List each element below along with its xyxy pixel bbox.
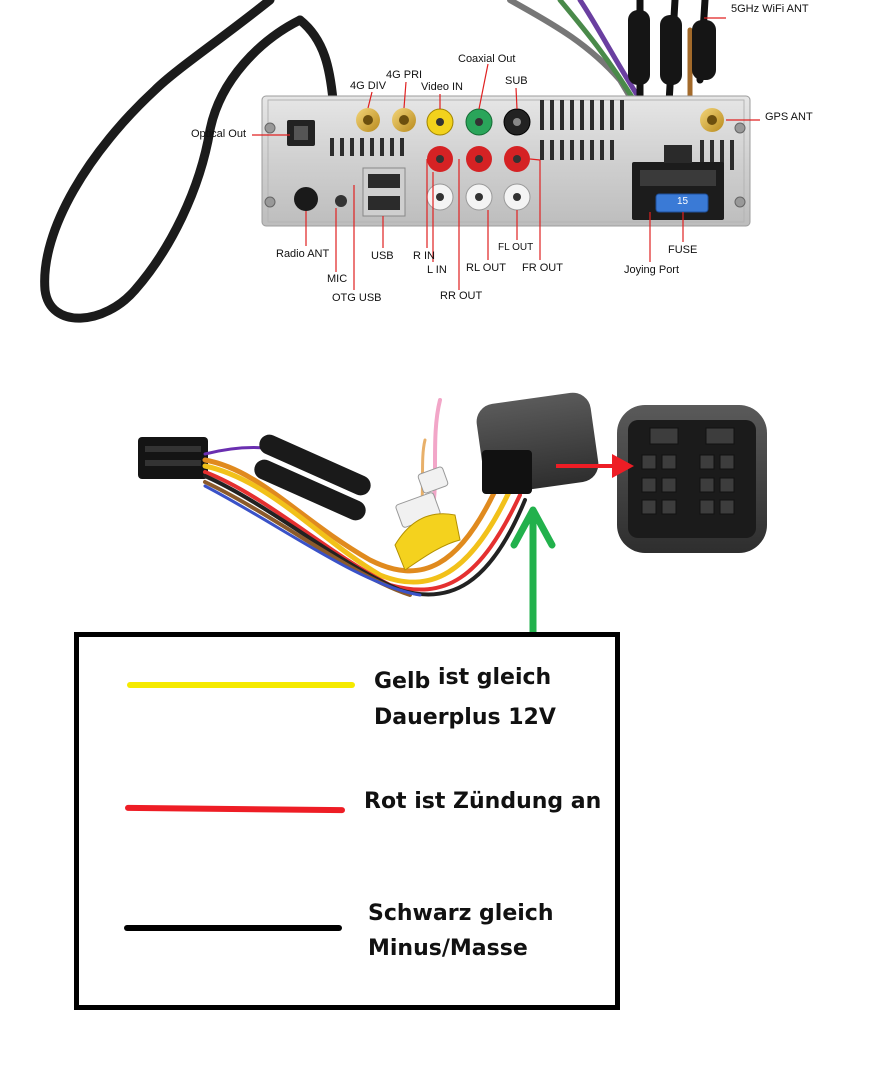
label-sub: SUB: [505, 75, 528, 87]
head-unit-rear-panel: [261, 95, 751, 227]
label-4g-pri: 4G PRI: [386, 69, 423, 81]
label-otg-usb: OTG USB: [332, 292, 382, 304]
red-arrow: [556, 454, 634, 478]
legend-black-line1: Schwarz gleich: [368, 901, 554, 926]
label-5ghz-wifi-ant: 5GHz WiFi ANT: [731, 3, 809, 15]
label-rl-out: RL OUT: [466, 262, 506, 274]
label-radio-ant: Radio ANT: [276, 248, 330, 260]
iso-connector: [617, 405, 767, 553]
label-fl-out: FL OUT: [498, 242, 534, 253]
label-l-in: L IN: [427, 264, 447, 276]
legend-box: [74, 632, 620, 1010]
label-fr-out: FR OUT: [522, 262, 563, 274]
label-fuse: FUSE: [668, 244, 698, 256]
legend-yellow-text: Gelb ist gleich: [374, 665, 551, 699]
legend-line-black: [124, 925, 342, 931]
wiring-harness: [138, 392, 599, 597]
label-video-in: Video IN: [421, 81, 463, 93]
antenna-cable-bundle: [507, 0, 716, 133]
label-r-in: R IN: [413, 250, 435, 262]
label-coaxial-out: Coaxial Out: [458, 53, 516, 65]
green-arrow: [510, 506, 556, 640]
label-rr-out: RR OUT: [440, 290, 483, 302]
legend-yellow-rest: ist gleich: [437, 665, 552, 690]
legend-black-line2: Minus/Masse: [368, 936, 528, 961]
callout-lines: [252, 17, 760, 290]
legend-yellow-line2: Dauerplus 12V: [374, 705, 556, 730]
fuse-value: 15: [677, 196, 689, 207]
legend-yellow-word: Gelb: [374, 669, 431, 694]
label-4g-div: 4G DIV: [350, 80, 387, 92]
label-mic: MIC: [327, 273, 348, 285]
label-joying-port: Joying Port: [624, 264, 680, 276]
legend-line-yellow: [127, 682, 355, 688]
legend-red-text: Rot ist Zündung an: [364, 789, 602, 814]
label-optical-out: Optical Out: [191, 128, 247, 140]
power-cable: [40, 0, 338, 323]
label-gps-ant: GPS ANT: [765, 111, 813, 123]
label-usb: USB: [371, 250, 394, 262]
